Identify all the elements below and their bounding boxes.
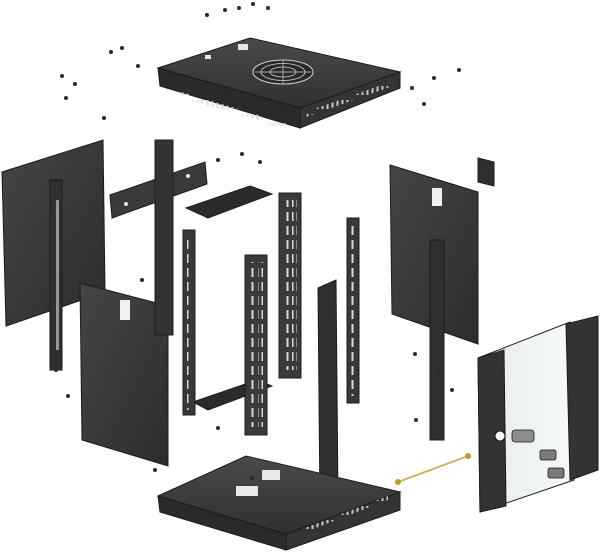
right-vertical-rail	[429, 239, 445, 441]
panel-cutout	[432, 188, 442, 206]
left-side-panel	[1, 139, 106, 371]
cable-entry-cutout	[236, 486, 258, 496]
top-crossbar	[184, 185, 274, 219]
rear-vertical-post	[317, 279, 339, 507]
fan-grille	[252, 59, 314, 85]
panel-cutout	[120, 300, 130, 320]
top-panel: Lanberg	[156, 37, 402, 129]
screws	[54, 2, 461, 480]
rack-rail-3	[278, 192, 302, 379]
front-glass-door	[477, 315, 599, 513]
door-frame-left	[477, 349, 507, 513]
rack-rail-4	[346, 217, 360, 404]
door-frame-right	[565, 315, 599, 481]
bottom-panel	[156, 455, 402, 551]
brand-logo-text: Lanberg	[268, 122, 287, 128]
grounding-wire	[395, 453, 471, 485]
cable-cutout	[238, 44, 248, 50]
wall-mount-bracket	[109, 139, 208, 336]
rack-rail-1	[182, 229, 196, 416]
keys	[511, 429, 565, 479]
right-side-panel	[389, 164, 479, 441]
rack-rail-2	[244, 254, 268, 436]
left-front-panel	[79, 282, 169, 467]
lock-bracket	[477, 157, 495, 187]
door-lock-hole	[494, 430, 506, 442]
